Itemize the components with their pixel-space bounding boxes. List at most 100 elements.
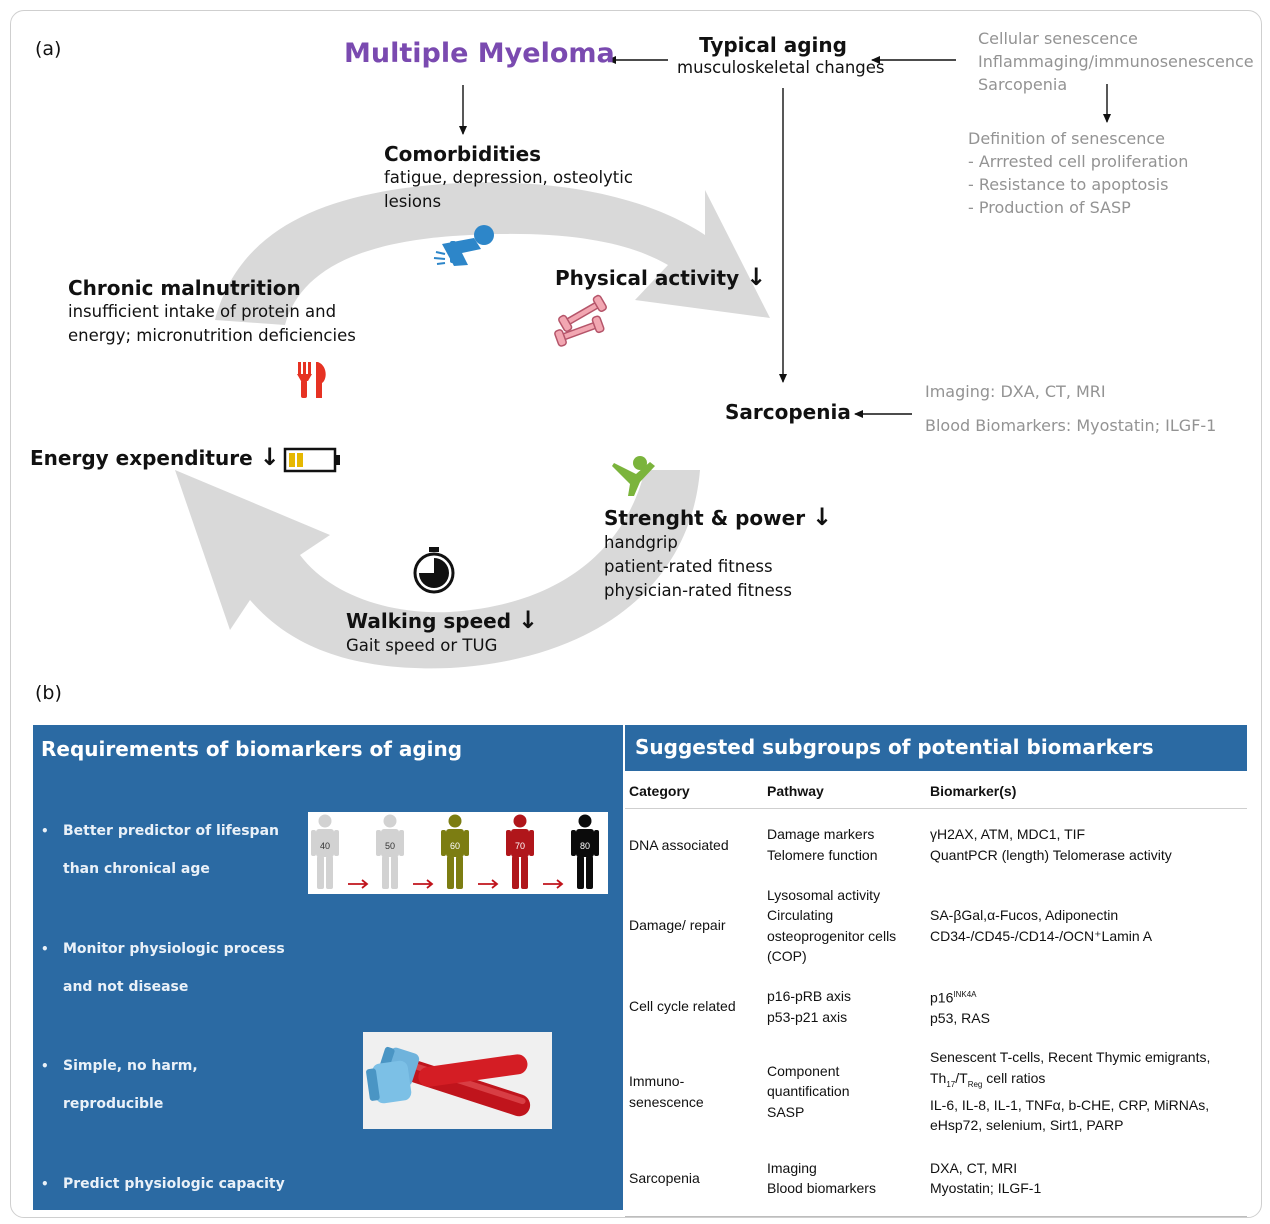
requirement-item: •Monitor physiologic process and not dis… — [41, 941, 285, 995]
pathway-cell: Imaging Blood biomarkers — [763, 1140, 926, 1217]
table-row: Immuno- senescence Component quantificat… — [625, 1043, 1247, 1141]
biomarker-table: Category Pathway Biomarker(s) DNA associ… — [625, 774, 1247, 1217]
physical-activity-node: Physical activity ↓ — [555, 263, 766, 291]
comorbidities-line: lesions — [384, 192, 442, 211]
blood-tubes-icon — [363, 1032, 552, 1129]
lower-cycle-arrow — [175, 470, 700, 669]
walking-speed-title: Walking speed — [346, 609, 512, 633]
age-label: 80 — [580, 841, 590, 851]
category-cell: Sarcopenia — [625, 1140, 763, 1217]
flow-diagram — [175, 56, 1111, 669]
physical-activity-title: Physical activity — [555, 266, 740, 290]
requirements-panel: Requirements of biomarkers of aging •Bet… — [33, 725, 623, 1210]
comorbidities-node: Comorbidities fatigue, depression, osteo… — [384, 142, 633, 214]
down-arrow-icon: ↓ — [259, 443, 280, 471]
sarcopenia-node: Sarcopenia — [725, 400, 851, 424]
sarcopenia-inputs: Imaging: DXA, CT, MRI Blood Biomarkers: … — [925, 375, 1216, 443]
coughing-person-icon — [433, 225, 494, 266]
stopwatch-icon — [413, 547, 455, 594]
column-header: Category — [625, 774, 763, 809]
walking-speed-line: Gait speed or TUG — [346, 636, 498, 655]
progression-arrow-icon — [478, 879, 499, 889]
person-figure-icon: 50 — [376, 814, 404, 889]
pathway-cell: Component quantification SASP — [767, 1062, 850, 1120]
column-header: Pathway — [763, 774, 926, 809]
category-cell: DNA associated — [629, 836, 729, 853]
senescence-definition: Definition of senescence - Arrrested cel… — [968, 127, 1188, 219]
strength-power-title: Strenght & power — [604, 506, 806, 530]
comorbidities-line: fatigue, depression, osteolytic — [384, 168, 633, 187]
age-label: 70 — [515, 841, 525, 851]
strength-power-line: patient-rated fitness — [604, 557, 773, 576]
biomarker-cell: γH2AX, ATM, MDC1, TIF QuantPCR (length) … — [930, 826, 1172, 863]
table-row: Damage/ repair Lysosomal activity Circul… — [625, 881, 1247, 971]
fork-knife-icon — [297, 362, 326, 398]
progression-arrow-icon — [413, 879, 434, 889]
panel-a-label: (a) — [35, 38, 62, 60]
age-label: 60 — [450, 841, 460, 851]
age-label: 50 — [385, 841, 395, 851]
aging-factor: Inflammaging/immunosenescence — [978, 52, 1254, 71]
aging-factor: Cellular senescence — [978, 29, 1138, 48]
battery-low-icon — [283, 447, 340, 473]
typical-aging-title: Typical aging — [699, 33, 847, 57]
aging-figures-image: 40 50 60 70 80 — [308, 812, 608, 894]
dumbbell-icon — [554, 294, 607, 347]
pathway-cell: p16-pRB axis p53-p21 axis — [767, 988, 852, 1025]
subgroups-title: Suggested subgroups of potential biomark… — [635, 735, 1154, 759]
chronic-malnutrition-title: Chronic malnutrition — [68, 276, 301, 300]
energy-expenditure-node: Energy expenditure ↓ — [30, 443, 280, 471]
jumping-person-icon — [612, 456, 655, 496]
figure-frame — [10, 10, 1262, 1218]
biomarker-cell: SA-βGal,α-Fucos, Adiponectin CD34-/CD45-… — [930, 907, 1153, 944]
biomarker-cell: p16INK4A p53, RAS — [930, 989, 990, 1026]
multiple-myeloma-label: Multiple Myeloma — [344, 38, 615, 69]
person-figure-icon: 70 — [506, 814, 534, 889]
table-header-row: Category Pathway Biomarker(s) — [625, 774, 1247, 809]
aging-factors: Cellular senescence Inflammaging/immunos… — [978, 27, 1254, 96]
biomarker-cell: DXA, CT, MRI Myostatin; ILGF-1 — [926, 1140, 1247, 1217]
down-arrow-icon: ↓ — [518, 606, 539, 634]
biomarker-cell: Senescent T-cells, Recent Thymic emigran… — [930, 1049, 1211, 1134]
blood-tubes-image — [363, 1032, 552, 1129]
pathway-cell: Lysosomal activity Circulating osteoprog… — [767, 886, 897, 965]
requirement-item: •Better predictor of lifespan than chron… — [41, 823, 279, 877]
table-row: DNA associated Damage markers Telomere f… — [625, 809, 1247, 881]
strength-power-line: handgrip — [604, 533, 678, 552]
person-figure-icon: 40 — [311, 814, 339, 889]
panel-b-label: (b) — [35, 682, 62, 704]
column-header: Biomarker(s) — [926, 774, 1247, 809]
senescence-definition-item: - Arrrested cell proliferation — [968, 152, 1189, 171]
walking-speed-node: Walking speed ↓ Gait speed or TUG — [346, 606, 538, 658]
down-arrow-icon: ↓ — [812, 503, 833, 531]
aging-figures: 40 50 60 70 80 — [311, 814, 599, 889]
energy-expenditure-title: Energy expenditure — [30, 446, 253, 470]
down-arrow-icon: ↓ — [746, 263, 767, 291]
category-cell: Immuno- senescence — [629, 1073, 704, 1110]
pathway-cell: Damage markers Telomere function — [767, 826, 878, 863]
requirement-item: •Simple, no harm, reproducible — [41, 1058, 198, 1112]
typical-aging-subtitle: musculoskeletal changes — [677, 58, 885, 77]
table-row: Sarcopenia Imaging Blood biomarkers DXA,… — [625, 1140, 1247, 1217]
table-row: Cell cycle related p16-pRB axis p53-p21 … — [625, 971, 1247, 1043]
comorbidities-title: Comorbidities — [384, 142, 542, 166]
senescence-definition-title: Definition of senescence — [968, 129, 1165, 148]
strength-power-node: Strenght & power ↓ handgrip patient-rate… — [604, 503, 832, 603]
progression-arrow-icon — [543, 879, 564, 889]
subgroups-header-bar: Suggested subgroups of potential biomark… — [625, 725, 1247, 771]
chronic-malnutrition-line: energy; micronutrition deficiencies — [68, 326, 356, 345]
person-figure-icon: 80 — [571, 814, 599, 889]
requirement-item: •Predict physiologic capacity — [41, 1176, 285, 1192]
typical-aging-node: Typical aging musculoskeletal changes — [677, 33, 885, 80]
chronic-malnutrition-line: insufficient intake of protein and — [68, 302, 337, 321]
senescence-definition-item: - Production of SASP — [968, 198, 1131, 217]
sarcopenia-input: Imaging: DXA, CT, MRI — [925, 382, 1106, 401]
requirements-title: Requirements of biomarkers of aging — [41, 737, 463, 761]
category-cell: Cell cycle related — [629, 998, 736, 1015]
category-cell: Damage/ repair — [629, 917, 726, 934]
aging-factor: Sarcopenia — [978, 75, 1068, 94]
strength-power-line: physician-rated fitness — [604, 581, 792, 600]
person-figure-icon: 60 — [441, 814, 469, 889]
sarcopenia-input: Blood Biomarkers: Myostatin; ILGF-1 — [925, 416, 1217, 435]
age-label: 40 — [320, 841, 330, 851]
